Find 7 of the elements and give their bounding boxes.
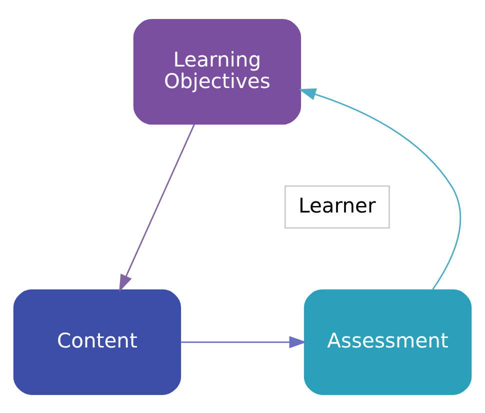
- node-box: Learning Objectives: [133, 18, 302, 124]
- node-box: Assessment: [304, 288, 472, 394]
- arrow: [298, 88, 462, 290]
- node-box: Content: [13, 288, 182, 394]
- arrow: [119, 123, 195, 292]
- node-box: Learner: [284, 184, 390, 228]
- arrow: [180, 336, 307, 348]
